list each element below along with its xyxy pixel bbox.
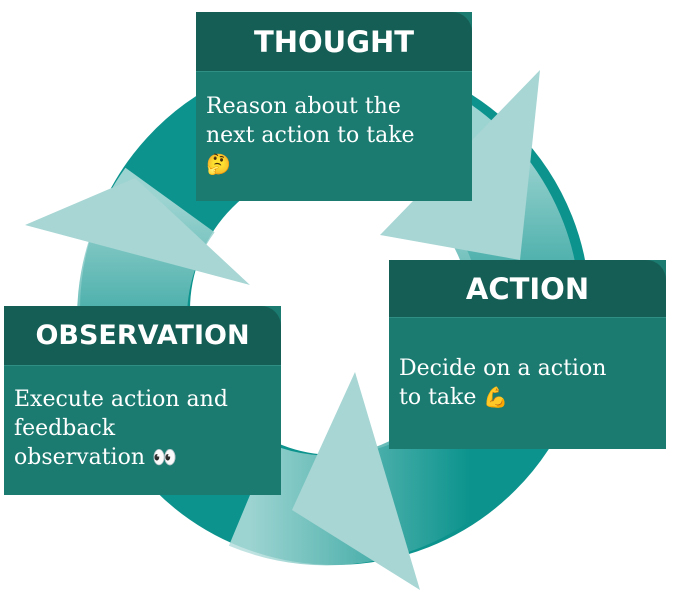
action-card: ACTION Decide on a action to take 💪: [389, 260, 666, 449]
arrowhead-bottom: [292, 372, 420, 590]
thinking-face-icon: 🤔: [206, 152, 231, 176]
eyes-icon: 👀: [152, 445, 177, 469]
flexed-biceps-icon: 💪: [483, 385, 509, 409]
action-title: ACTION: [389, 260, 666, 318]
observation-line-3: observation: [14, 445, 145, 470]
observation-line-2: feedback: [14, 416, 116, 441]
observation-card: OBSERVATION Execute action and feedback …: [4, 306, 281, 495]
observation-description: Execute action and feedback observation …: [4, 366, 281, 472]
arrowhead-left: [25, 178, 250, 285]
observation-line-1: Execute action and: [14, 387, 228, 412]
action-line-1: Decide on a action: [399, 356, 607, 381]
thought-line-1: Reason about the: [206, 94, 401, 119]
observation-title: OBSERVATION: [4, 306, 281, 366]
action-line-2: to take: [399, 385, 477, 410]
action-description: Decide on a action to take 💪: [389, 318, 666, 412]
thought-line-2: next action to take: [206, 123, 415, 148]
thought-card: THOUGHT Reason about the next action to …: [196, 12, 472, 201]
thought-description: Reason about the next action to take 🤔: [196, 72, 472, 179]
thought-title: THOUGHT: [196, 12, 472, 72]
